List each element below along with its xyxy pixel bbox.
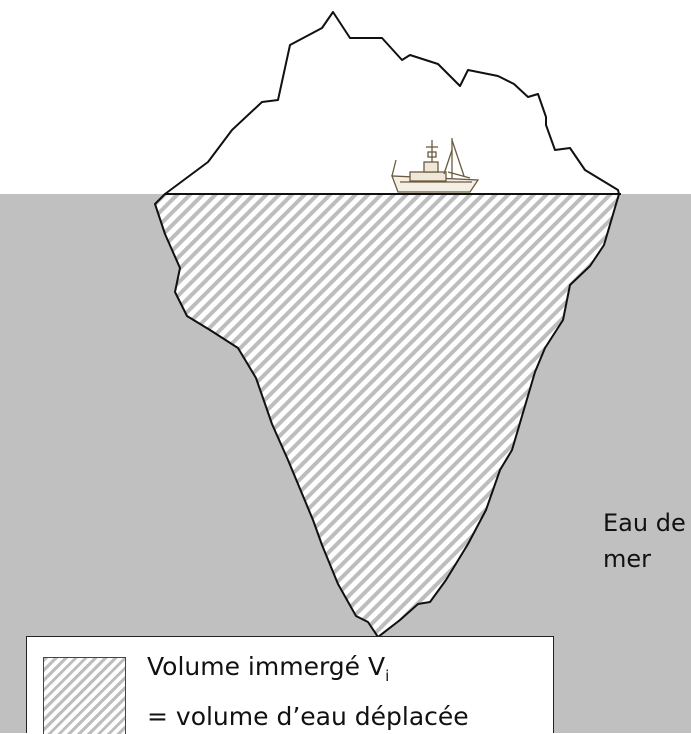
iceberg-above-water bbox=[164, 11, 620, 195]
legend-label-line1: Volume immergé Vi bbox=[147, 651, 389, 692]
iceberg-submerged bbox=[154, 193, 620, 638]
sea-water-label: Eau de mer bbox=[603, 505, 686, 577]
sea-label-line1: Eau de bbox=[603, 509, 686, 537]
sea-label-line2: mer bbox=[603, 545, 652, 573]
legend-label-subscript: i bbox=[385, 667, 390, 685]
legend-hatch-swatch bbox=[43, 657, 126, 734]
legend-label-main: Volume immergé V bbox=[147, 652, 386, 681]
ship-icon bbox=[391, 138, 480, 193]
legend: Volume immergé Vi = volume d’eau déplacé… bbox=[26, 636, 554, 734]
legend-label-line2: = volume d’eau déplacée bbox=[147, 702, 469, 731]
